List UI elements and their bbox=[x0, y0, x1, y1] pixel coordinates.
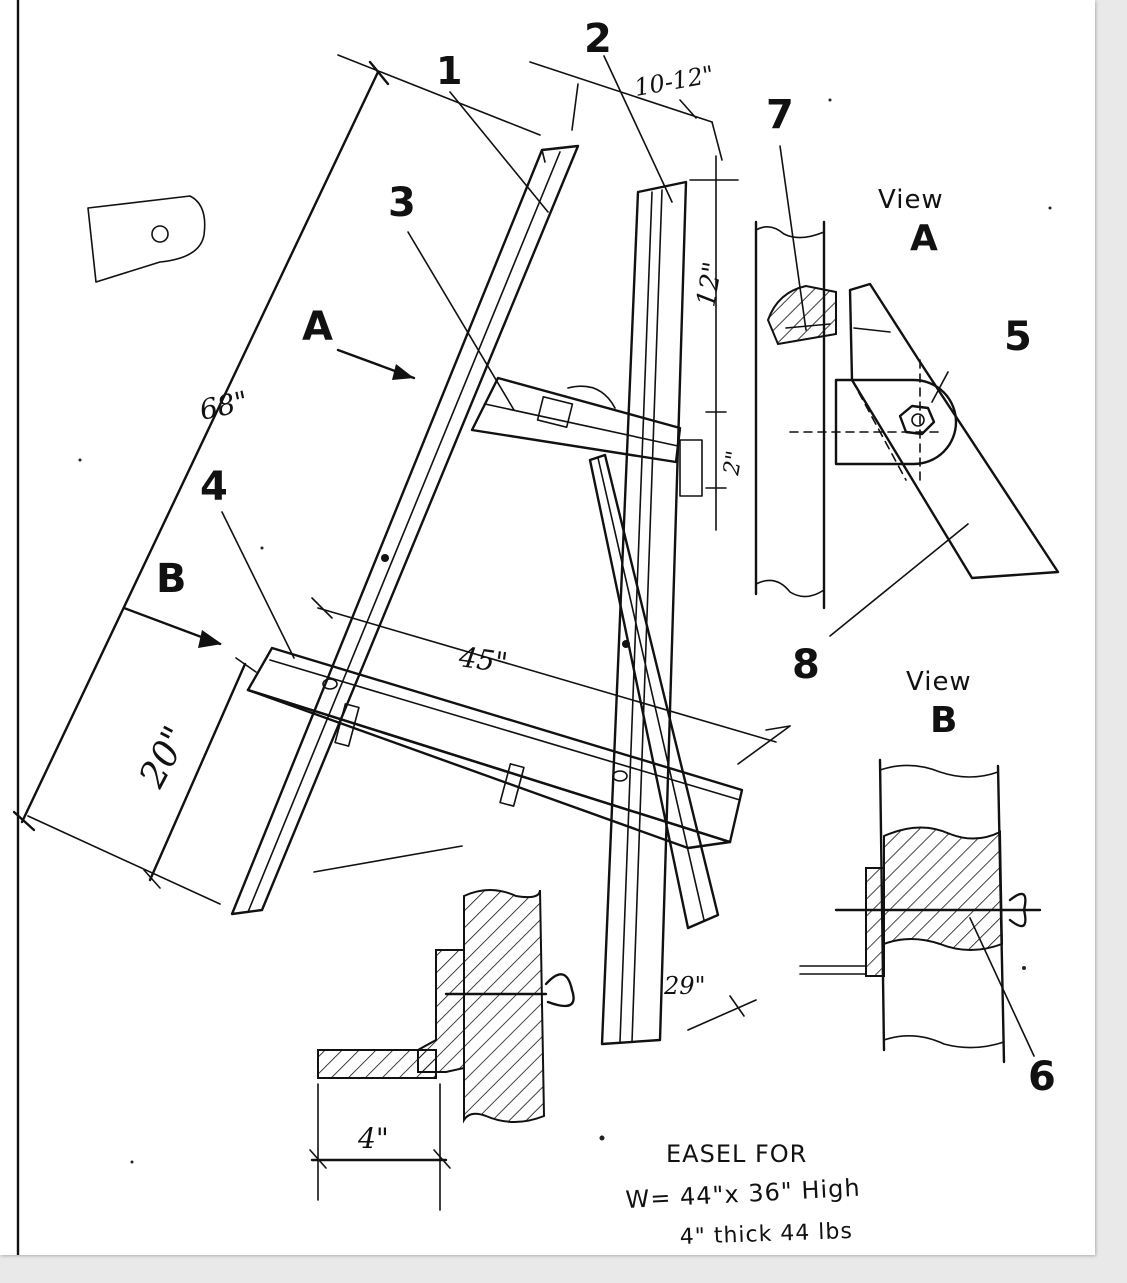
note-line-1: EASEL FOR bbox=[666, 1140, 807, 1168]
dim-leg-spread: 29" bbox=[663, 972, 706, 1000]
leg-spread-dimension bbox=[687, 995, 757, 1031]
faint-sketch-hole bbox=[151, 225, 169, 243]
length-dimension bbox=[12, 54, 541, 832]
dim-lip: 4" bbox=[357, 1122, 389, 1155]
section-arrow-b bbox=[122, 606, 222, 648]
upright-2 bbox=[600, 180, 688, 1046]
upright-dimensions bbox=[689, 155, 739, 531]
part-label-2: 2 bbox=[584, 16, 612, 62]
part-label-7: 7 bbox=[766, 92, 794, 138]
section-arrow-a bbox=[336, 348, 416, 380]
rear-leg bbox=[588, 453, 720, 930]
dim-bar-depth: 2" bbox=[719, 449, 748, 478]
faint-sketch bbox=[87, 195, 206, 283]
dim-upper-gap: 12" bbox=[691, 260, 728, 310]
shelf-height-dimension bbox=[27, 657, 257, 905]
note-line-2: W= 44"x 36" High bbox=[625, 1174, 861, 1214]
part-label-3: 3 bbox=[388, 180, 416, 226]
leader-lines bbox=[221, 55, 1035, 1057]
dim-length: 68" bbox=[197, 384, 251, 426]
drawing-sheet: 1 2 3 4 5 6 7 8 A B 10-12" 68" 20" 45" 1… bbox=[0, 0, 1095, 1255]
dim-shelf-width: 45" bbox=[456, 640, 510, 680]
dim-shelf-height: 20" bbox=[131, 720, 197, 795]
bottom-section-detail bbox=[309, 845, 575, 1211]
cross-brace-3 bbox=[470, 376, 703, 497]
view-b-letter: B bbox=[930, 700, 957, 741]
shelf-width-dimension bbox=[311, 597, 791, 765]
view-a-detail bbox=[754, 220, 1060, 610]
section-marker-b: B bbox=[156, 556, 187, 602]
part-label-8: 8 bbox=[792, 642, 820, 688]
view-b-word: View bbox=[906, 667, 972, 697]
shelf-4 bbox=[246, 554, 744, 850]
paper-specks bbox=[78, 98, 1052, 1164]
view-b-detail bbox=[799, 758, 1042, 1064]
section-marker-a: A bbox=[302, 304, 333, 350]
view-a-word: View bbox=[878, 185, 944, 215]
part-label-5: 5 bbox=[1004, 314, 1032, 360]
view-a-letter: A bbox=[910, 218, 938, 259]
note-line-3: 4" thick 44 lbs bbox=[679, 1219, 853, 1250]
part-label-4: 4 bbox=[200, 464, 228, 510]
part-label-1: 1 bbox=[436, 49, 462, 93]
dim-top-span: 10-12" bbox=[632, 60, 716, 102]
part-label-6: 6 bbox=[1028, 1054, 1056, 1100]
easel-diagram: 1 2 3 4 5 6 7 8 A B 10-12" 68" 20" 45" 1… bbox=[12, 0, 1060, 1255]
leg-1 bbox=[230, 144, 580, 916]
